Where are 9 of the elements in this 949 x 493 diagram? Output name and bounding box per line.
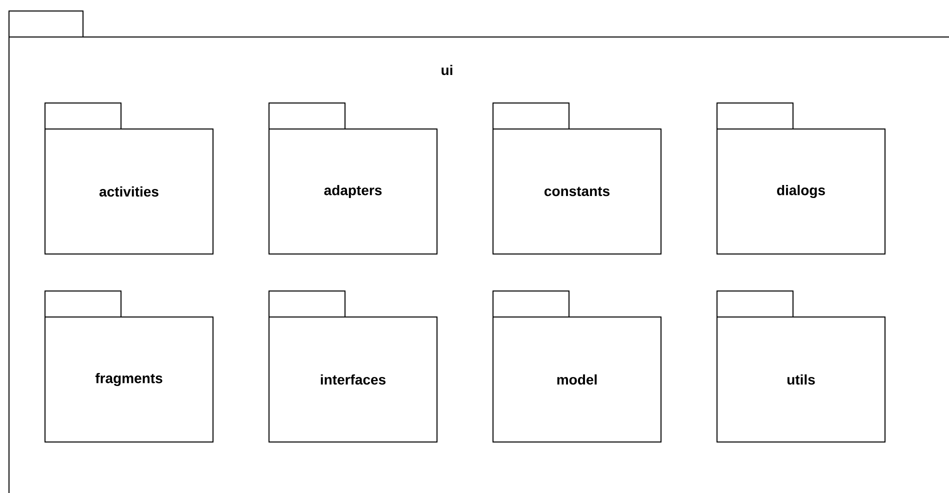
package-box: activities [44, 102, 214, 254]
package-box: utils [716, 290, 886, 442]
package-box: adapters [268, 102, 438, 254]
package-box: constants [492, 102, 662, 254]
package-box: interfaces [268, 290, 438, 442]
node-label: ui [442, 64, 452, 76]
package-box: fragments [44, 290, 214, 442]
package-box: dialogs [716, 102, 886, 254]
package-box: model [492, 290, 662, 442]
